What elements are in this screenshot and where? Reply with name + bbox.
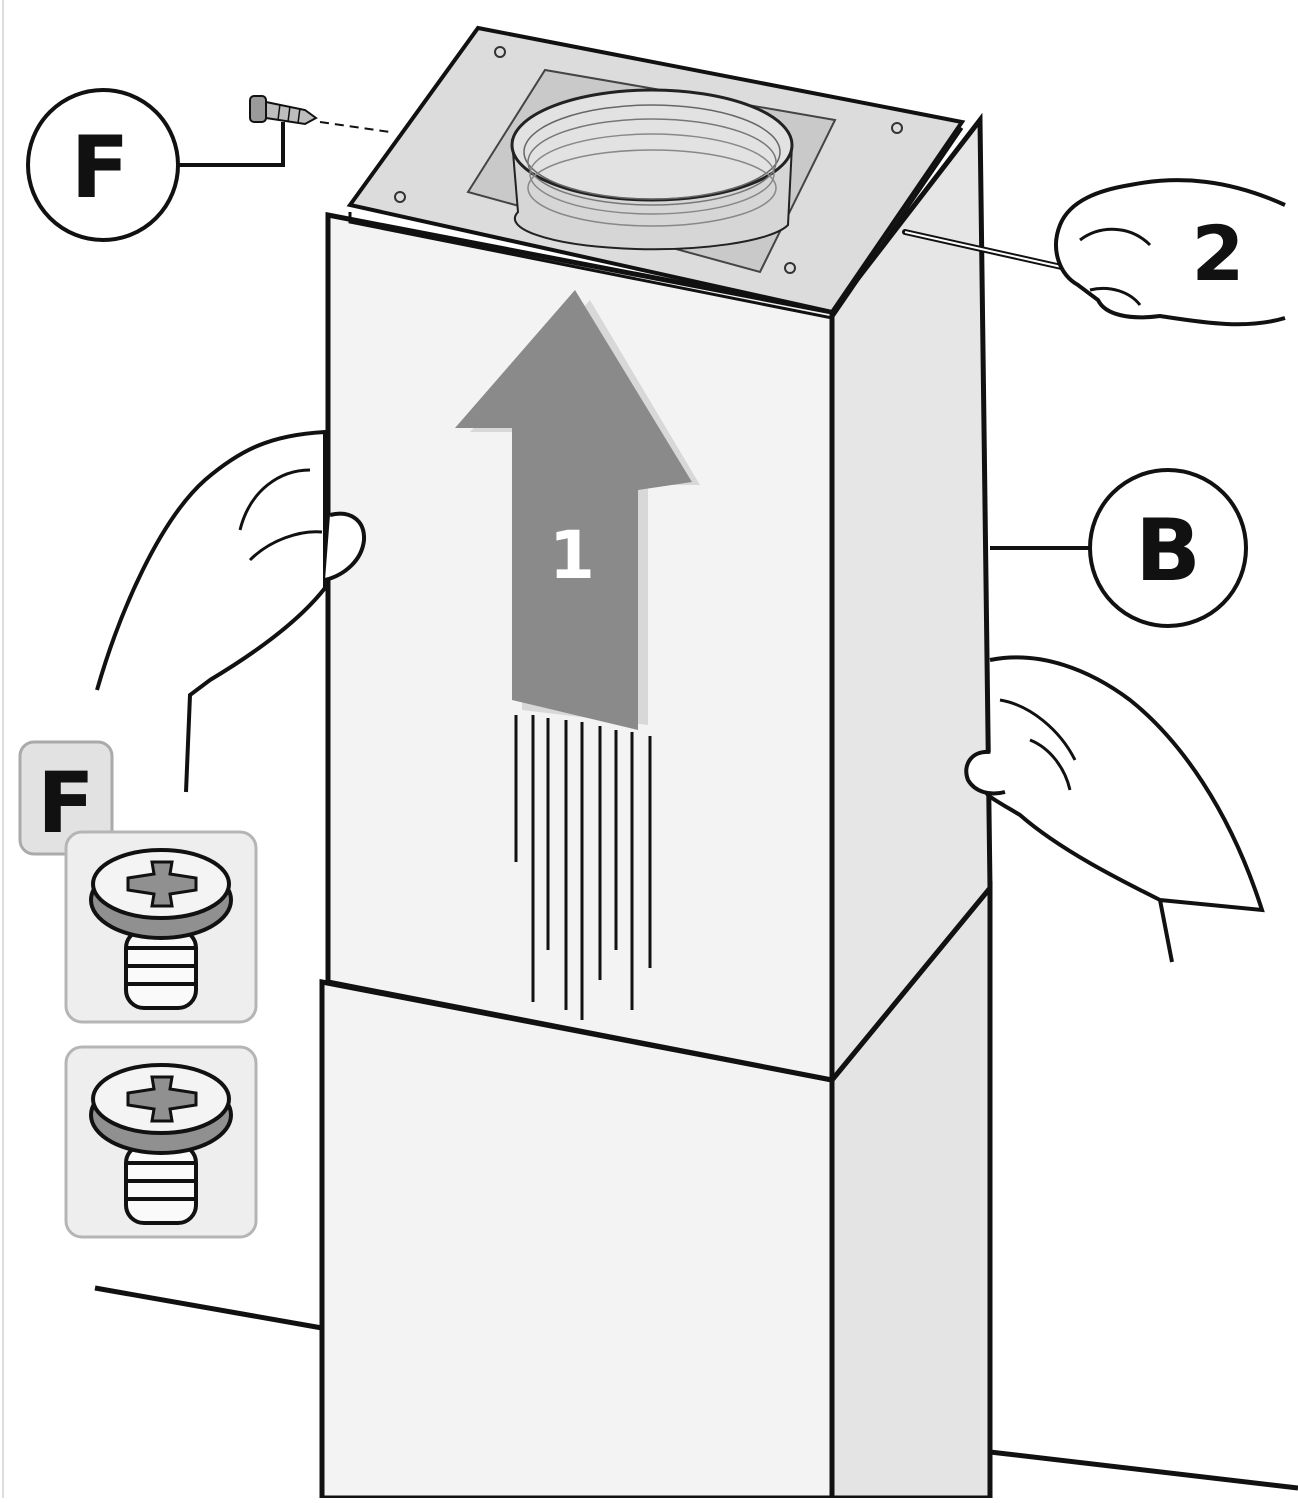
kit-screw-1: [64, 830, 258, 1024]
step-1-number: 1: [549, 517, 595, 594]
callout-f: F: [26, 88, 180, 242]
step-2-number: 2: [1192, 209, 1245, 298]
callout-b-label: B: [1135, 501, 1201, 601]
hand-left: [95, 429, 367, 793]
push-up-arrow: [455, 290, 700, 1020]
kit-screw-2: [64, 1045, 258, 1239]
callout-f-label: F: [71, 118, 130, 218]
callout-b: B: [990, 468, 1248, 628]
hand-right: [964, 655, 1265, 963]
lower-chimney-section: [319, 881, 993, 1501]
flexible-duct: [510, 88, 794, 251]
screw-f-detail: [178, 95, 391, 167]
wall-line: [94, 1285, 1298, 1491]
screw-kit-panel: F: [18, 740, 258, 1239]
hand-screwdriver: [902, 178, 1286, 327]
